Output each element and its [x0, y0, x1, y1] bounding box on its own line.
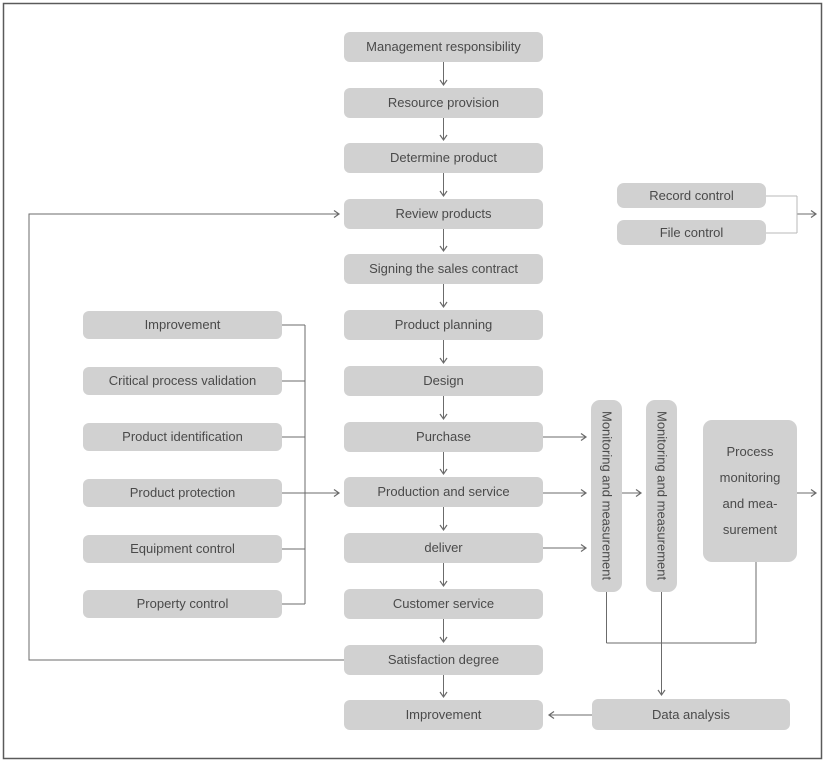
flow-step-production-and-service: Production and service — [344, 477, 543, 507]
flow-step-review-products: Review products — [344, 199, 543, 229]
support-property-control: Property control — [83, 590, 282, 618]
feedback-loop-line — [28, 210, 344, 661]
data-analysis: Data analysis — [592, 699, 790, 730]
flow-step-resource-provision: Resource provision — [344, 88, 543, 118]
flow-step-signing-sales-contract: Signing the sales contract — [344, 254, 543, 284]
flow-step-design: Design — [344, 366, 543, 396]
monitoring-measurement-column-1: Monitoring and measurement — [591, 400, 622, 592]
doc-file-control: File control — [617, 220, 766, 245]
process-monitoring-and-measurement: Process monitoring and mea- surement — [703, 420, 797, 562]
support-improvement: Improvement — [83, 311, 282, 339]
support-critical-process-validation: Critical process validation — [83, 367, 282, 395]
flow-step-management-responsibility: Management responsibility — [344, 32, 543, 62]
flow-step-determine-product: Determine product — [344, 143, 543, 173]
flow-step-customer-service: Customer service — [344, 589, 543, 619]
support-product-protection: Product protection — [83, 479, 282, 507]
support-product-identification: Product identification — [83, 423, 282, 451]
flow-step-purchase: Purchase — [344, 422, 543, 452]
flow-step-deliver: deliver — [344, 533, 543, 563]
support-equipment-control: Equipment control — [83, 535, 282, 563]
flow-step-satisfaction-degree: Satisfaction degree — [344, 645, 543, 675]
flow-step-product-planning: Product planning — [344, 310, 543, 340]
flow-step-improvement: Improvement — [344, 700, 543, 730]
doc-record-control: Record control — [617, 183, 766, 208]
monitoring-measurement-column-2: Monitoring and measurement — [646, 400, 677, 592]
